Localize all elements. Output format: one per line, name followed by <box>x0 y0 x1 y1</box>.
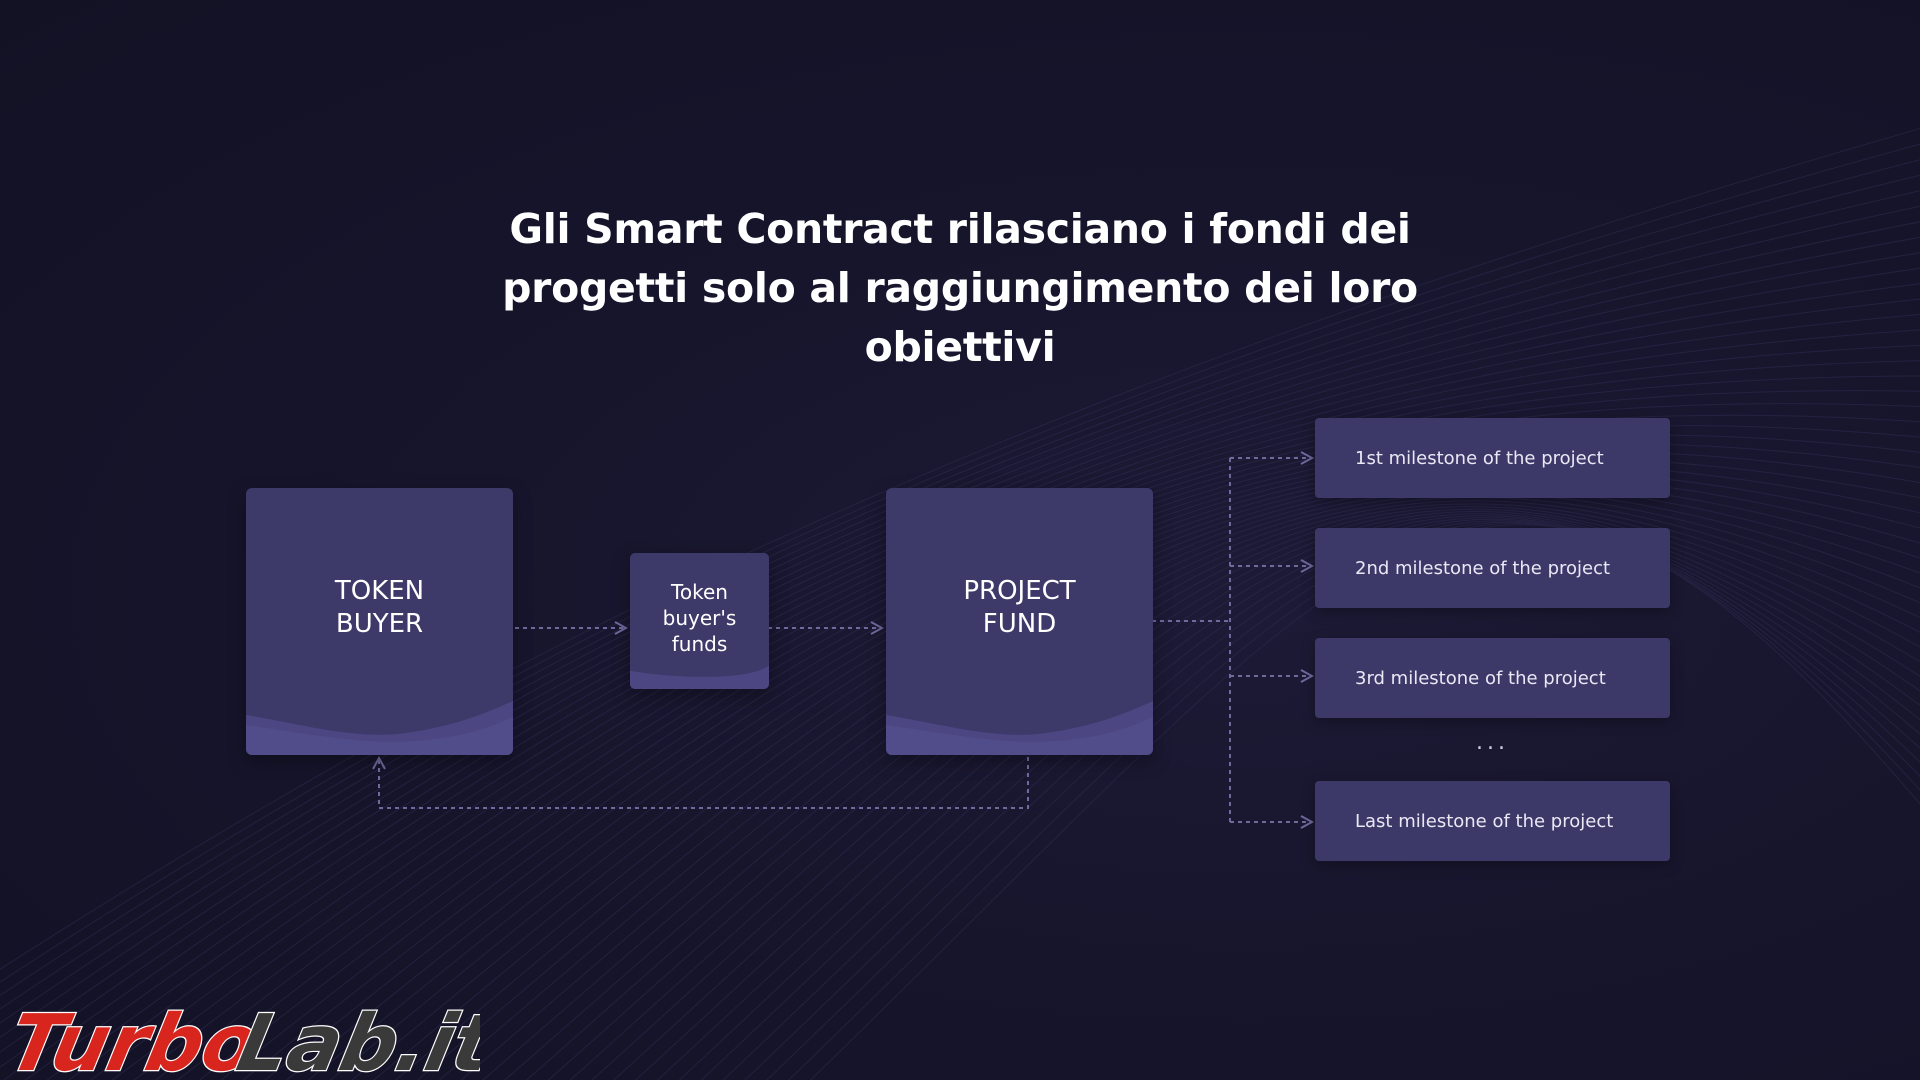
page-title: Gli Smart Contract rilasciano i fondi de… <box>502 205 1418 371</box>
milestone-2-label: 2nd milestone of the project <box>1355 557 1611 579</box>
box-wave-decoration <box>246 701 513 755</box>
milestones-ellipsis: ... <box>1476 730 1509 755</box>
milestone-last-label: Last milestone of the project <box>1355 810 1614 832</box>
background-wave-line <box>0 236 1920 1068</box>
background-wave-line <box>635 511 1920 1080</box>
box-wave-decoration <box>630 665 769 689</box>
background-wave-line <box>525 496 1920 1080</box>
background-wave-line <box>2 252 1920 1080</box>
background-wave-line <box>0 205 1920 1039</box>
logo-lab-text: Lab.it <box>230 998 480 1080</box>
background-wave-line <box>569 503 1920 1080</box>
milestone-3: 3rd milestone of the project <box>1315 638 1670 718</box>
token-buyer-label: TOKEN BUYER <box>334 575 425 639</box>
project-fund-node: PROJECT FUND <box>886 488 1153 755</box>
return-loop <box>379 757 1029 809</box>
logo-turbo-text: Turbo <box>1 998 267 1080</box>
background-wave-line <box>504 493 1920 1080</box>
background-wave-line <box>0 221 1920 1053</box>
milestone-1: 1st milestone of the project <box>1315 418 1670 498</box>
background-wave-line <box>482 489 1920 1080</box>
milestone-3-label: 3rd milestone of the project <box>1355 667 1606 689</box>
background-wave-line <box>656 513 1920 1080</box>
background-wave-line <box>591 506 1920 1080</box>
project-fund-label: PROJECT FUND <box>963 575 1076 639</box>
background-wave-line <box>46 283 1920 1080</box>
milestone-2: 2nd milestone of the project <box>1315 528 1670 608</box>
funds-node: Token buyer's funds <box>630 553 769 689</box>
background-wave-line <box>460 485 1920 1080</box>
box-wave-decoration <box>886 701 1153 755</box>
funds-label: Token buyer's funds <box>662 580 737 656</box>
background-wave-line <box>0 190 1920 1024</box>
token-buyer-node: TOKEN BUYER <box>246 488 513 755</box>
background-wave-line <box>547 500 1920 1080</box>
milestone-last: Last milestone of the project <box>1315 781 1670 861</box>
turbolab-logo: Turbo Lab.it <box>0 997 480 1080</box>
background-wave-line <box>68 298 1920 1080</box>
milestone-1-label: 1st milestone of the project <box>1355 447 1604 469</box>
background-wave-line <box>24 267 1920 1080</box>
background-wave-line <box>613 508 1920 1080</box>
